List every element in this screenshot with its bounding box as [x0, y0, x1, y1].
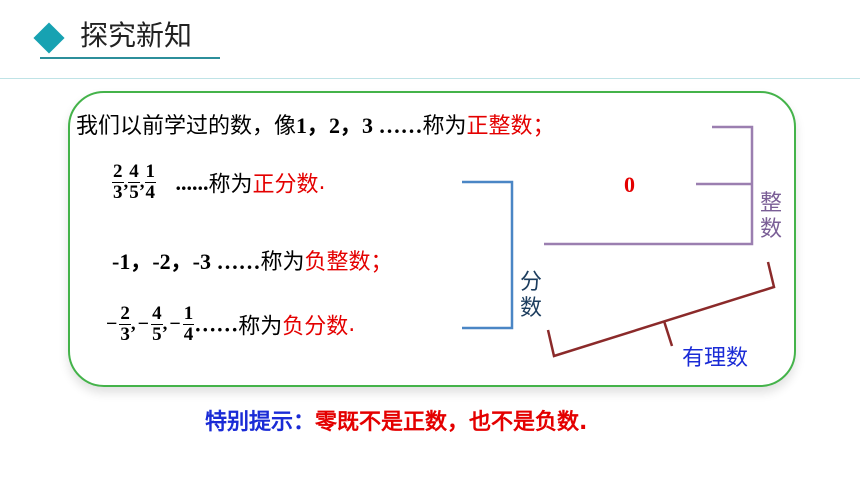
term-positive-fraction: 正分数: [252, 172, 319, 198]
row2-called: 称为: [208, 172, 253, 198]
term-positive-integer: 正整数: [466, 114, 533, 139]
header-divider: [0, 78, 860, 79]
row-negative-integers: -1，-2，-3 ……称为负整数；: [112, 244, 393, 276]
label-integer: 整 数: [760, 191, 783, 242]
row4-called: 称为: [238, 314, 283, 340]
rational-bracket-tick: [662, 320, 674, 347]
term-negative-fraction: 负分数: [282, 314, 349, 340]
integer-bracket: [544, 125, 754, 246]
row4-end: .: [348, 312, 356, 337]
row2-end: .: [318, 170, 326, 195]
content-card: [68, 91, 796, 387]
row1-called: 称为: [422, 114, 467, 139]
rational-bracket: [546, 261, 776, 358]
tip-label: 特别提示：: [205, 410, 316, 435]
row1-end: ；: [532, 114, 555, 139]
zero-value: 0: [624, 172, 635, 197]
row1-prefix: 我们以前学过的数，像: [76, 114, 297, 139]
special-tip: 特别提示：零既不是正数，也不是负数.: [205, 404, 587, 436]
fraction-bracket: [462, 180, 514, 330]
term-negative-integer: 负整数: [304, 250, 371, 275]
page-title: 探究新知: [80, 19, 193, 52]
row4-dots: ……: [194, 311, 239, 337]
row1-numbers: 1，2，3 ……: [296, 113, 423, 138]
label-rational: 有理数: [682, 346, 749, 371]
row-positive-integers: 我们以前学过的数，像1，2，3 ……称为正整数；: [76, 108, 555, 140]
tip-text: 零既不是正数，也不是负数.: [315, 410, 588, 435]
row3-end: ；: [370, 250, 393, 275]
row2-dots: ......: [175, 169, 209, 195]
row3-called: 称为: [260, 250, 305, 275]
row3-numbers: -1，-2，-3 ……: [112, 249, 261, 274]
label-fraction: 分 数: [520, 270, 543, 321]
title-underline: [40, 57, 220, 59]
